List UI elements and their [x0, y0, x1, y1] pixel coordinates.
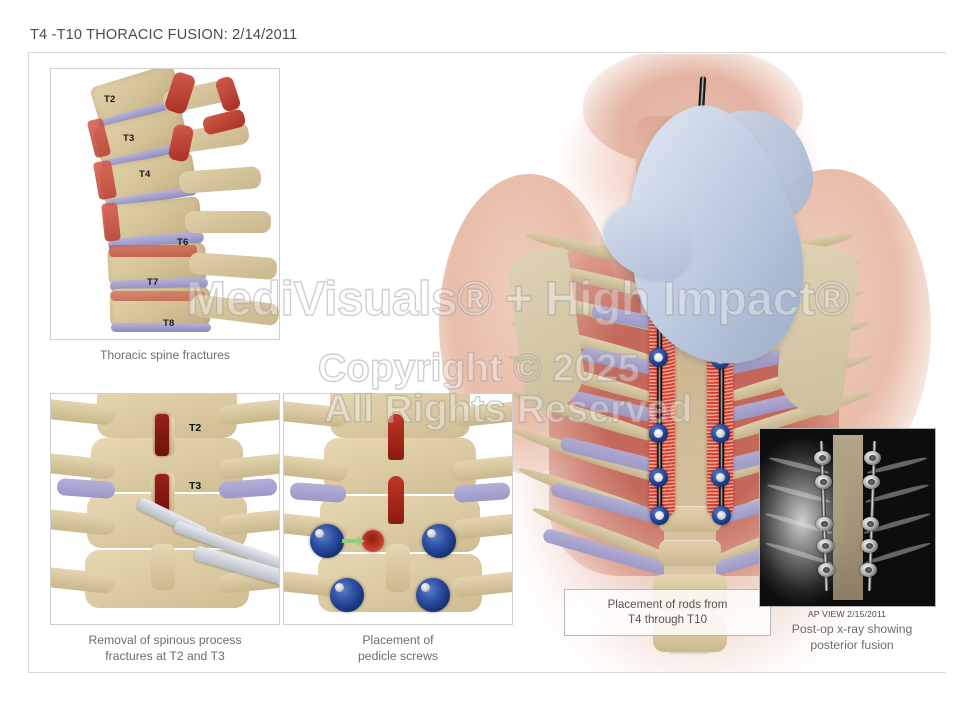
vertebra-label-t6: T6 — [177, 237, 189, 248]
panel-pedicle-screw-placement: Placement of pedicle screws — [283, 393, 513, 663]
spinous-process — [151, 544, 175, 590]
xray-screw — [818, 563, 835, 577]
panel-spinous-process-removal: T2 T3 Removal of spinous process fractur… — [50, 393, 280, 663]
xray-screw — [861, 539, 878, 553]
vertebra-label-t4: T4 — [139, 169, 151, 180]
costal-cartilage — [453, 482, 511, 503]
spinal-rod-left — [657, 290, 662, 522]
pedicle-screw — [649, 468, 668, 487]
panel-postop-xray: AP VIEW 2/15/2011 AP VIEW 2/15/2011 Post… — [759, 428, 945, 660]
vertebra-label-t3: T3 — [189, 480, 202, 492]
pedicle-screw — [422, 524, 456, 558]
xray-screw — [860, 563, 877, 577]
costal-cartilage — [289, 482, 347, 503]
insertion-direction-arrow — [342, 536, 365, 546]
xray-screw — [817, 539, 834, 553]
caption-line-1: Placement of — [362, 633, 434, 647]
vertebra-label-t2: T2 — [104, 94, 116, 105]
pedicle-screw — [416, 578, 450, 612]
intervertebral-disc — [111, 323, 211, 332]
xray-spinal-column — [832, 435, 863, 600]
spinal-rod-right — [719, 304, 724, 522]
pedicle-screw — [711, 468, 730, 487]
xray-screw — [864, 451, 881, 465]
pedicle-screw — [649, 348, 668, 367]
pedicle-screw — [310, 524, 344, 558]
costal-cartilage — [56, 477, 116, 500]
illustration-frame: Placement of rods from T4 through T10 — [28, 52, 946, 673]
panel-image-spinous-removal: T2 T3 — [50, 393, 280, 625]
panel-thoracic-spine-fractures: T2 T3 T4 T6 T7 T8 Thoracic spine fractur… — [50, 68, 280, 362]
caption-line-2: posterior fusion — [810, 637, 894, 652]
xray-screw — [862, 517, 879, 531]
pedicle-screw — [712, 506, 731, 525]
panel-caption-thoracic-fractures: Thoracic spine fractures — [99, 348, 231, 362]
xray-ap-view-label: AP VIEW 2/15/2011 — [807, 609, 887, 619]
caption-line-1: Removal of spinous process — [88, 633, 242, 647]
xray-screw — [815, 475, 832, 489]
callout-line-2: T4 through T10 — [627, 613, 708, 626]
pedicle-pilot-hole — [362, 530, 384, 552]
pedicle-screw — [330, 578, 364, 612]
spinous-process — [185, 211, 271, 233]
vertebra-label-t8: T8 — [163, 318, 175, 329]
xray-image — [759, 428, 936, 607]
caption-line-1: Post-op x-ray showing — [791, 622, 913, 636]
pedicle-screw — [649, 424, 668, 443]
spinous-fracture-site-t2 — [155, 414, 169, 456]
vertebra — [659, 540, 721, 566]
caption-line-2: pedicle screws — [358, 648, 438, 663]
panel-caption-spinous-removal: Removal of spinous process fractures at … — [28, 633, 302, 664]
spinous-process — [386, 544, 410, 592]
vertebra-label-t2: T2 — [189, 422, 202, 434]
costal-cartilage — [218, 477, 278, 500]
panel-image-lateral-spine: T2 T3 T4 T6 T7 T8 — [50, 68, 280, 340]
vertebra-label-t7: T7 — [147, 277, 159, 288]
xray-screw — [816, 517, 833, 531]
fracture-line — [111, 291, 205, 301]
callout-line-1: Placement of rods from — [607, 598, 728, 611]
caption-line-2: fractures at T2 and T3 — [105, 648, 225, 663]
callout-rod-placement: Placement of rods from T4 through T10 — [564, 589, 771, 636]
fracture-fragment — [214, 75, 242, 113]
xray-screw — [863, 475, 880, 489]
pedicle-screw — [711, 424, 730, 443]
page-title: T4 -T10 THORACIC FUSION: 2/14/2011 — [30, 27, 298, 43]
resected-spinous-marrow — [388, 476, 404, 524]
xray-screw — [814, 451, 831, 465]
panel-caption-pedicle-screws: Placement of pedicle screws — [261, 633, 535, 664]
fracture-line — [109, 245, 197, 257]
vertebra-label-t3: T3 — [123, 133, 135, 144]
spinous-process — [178, 166, 262, 194]
resected-spinous-marrow — [388, 414, 404, 460]
panel-image-pedicle-screws — [283, 393, 513, 625]
panel-caption-xray: Post-op x-ray showing posterior fusion — [759, 622, 945, 653]
pedicle-screw — [650, 506, 669, 525]
